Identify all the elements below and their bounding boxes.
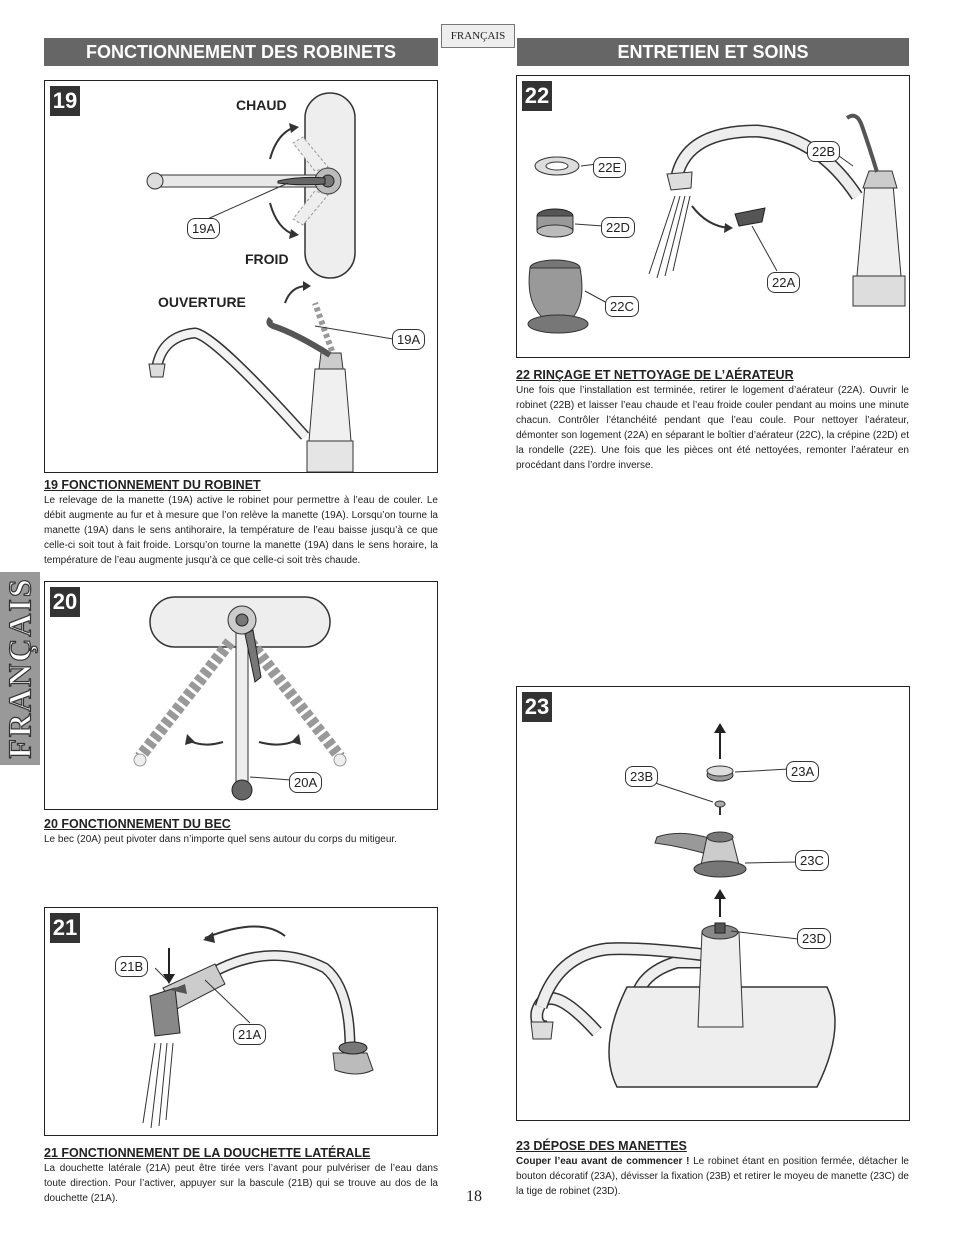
section-20-text: Le bec (20A) peut pivoter dans n’importe…: [44, 834, 397, 845]
section-19-title: 19 FONCTIONNEMENT DU ROBINET: [44, 478, 261, 492]
spout-swivel-illustration: [133, 596, 347, 801]
figure-20-number: 20: [50, 587, 80, 617]
figure-19-number: 19: [50, 86, 80, 116]
figure-23: 23 23B 23A 23C 23D: [516, 686, 910, 1121]
callout-23b: 23B: [625, 766, 659, 787]
callout-22e: 22E: [593, 157, 627, 178]
section-19-text: Le relevage de la manette (19A) active l…: [44, 495, 438, 566]
figure-20: 20 20A: [44, 581, 438, 810]
page-number: 18: [466, 1188, 482, 1205]
callout-22a: 22A: [767, 272, 801, 293]
hot-label: CHAUD: [236, 97, 287, 113]
callout-23d: 23D: [797, 928, 831, 949]
section-22-title: 22 RINÇAGE ET NETTOYAGE DE L’AÉRATEUR: [516, 368, 794, 382]
language-side-tab: [0, 572, 40, 765]
section-21-title: 21 FONCTIONNEMENT DE LA DOUCHETTE LATÉRA…: [44, 1146, 371, 1160]
figure-22-number: 22: [522, 81, 552, 111]
section-23-body: Le robinet étant en position fermée, dét…: [516, 1156, 909, 1197]
left-section-banner: FONCTIONNEMENT DES ROBINETS: [44, 38, 438, 66]
cold-label: FROID: [245, 251, 289, 267]
section-20-title: 20 FONCTIONNEMENT DU BEC: [44, 817, 231, 831]
faucet-handle-illustration: [146, 92, 394, 472]
open-label: OUVERTURE: [158, 294, 246, 310]
callout-22b: 22B: [807, 141, 841, 162]
callout-23c: 23C: [795, 850, 829, 871]
figure-21-number: 21: [50, 913, 80, 943]
figure-22: 22 22E 22D 22C 22A 22B: [516, 75, 910, 358]
handle-removal-illustration: [530, 723, 836, 1088]
language-side-tab-label: FRANÇAIS: [1, 577, 38, 760]
section-22-text: Une fois que l’installation est terminée…: [516, 385, 909, 471]
callout-19a-handle: 19A: [187, 218, 221, 239]
callout-21a: 21A: [233, 1024, 267, 1045]
aerator-cleaning-illustration: [527, 113, 906, 334]
figure-21: 21 21B 21A: [44, 907, 438, 1136]
callout-23a: 23A: [786, 761, 820, 782]
section-21-text: La douchette latérale (21A) peut être ti…: [44, 1163, 438, 1204]
right-section-banner: ENTRETIEN ET SOINS: [517, 38, 909, 66]
figure-23-number: 23: [522, 692, 552, 722]
callout-19a-lever: 19A: [392, 329, 426, 350]
section-23-warning: Couper l’eau avant de commencer !: [516, 1156, 690, 1167]
callout-21b: 21B: [115, 956, 149, 977]
section-23-title: 23 DÉPOSE DES MANETTES: [516, 1139, 687, 1153]
section-23-text: Couper l’eau avant de commencer ! Le rob…: [516, 1154, 909, 1199]
side-spray-illustration: [142, 925, 374, 1129]
figure-19: 19 CHAUD FROID OUVERTURE 19A 19A: [44, 80, 438, 473]
language-tag: FRANÇAIS: [441, 24, 515, 48]
callout-20a: 20A: [289, 772, 323, 793]
callout-22c: 22C: [605, 296, 639, 317]
callout-22d: 22D: [601, 217, 635, 238]
